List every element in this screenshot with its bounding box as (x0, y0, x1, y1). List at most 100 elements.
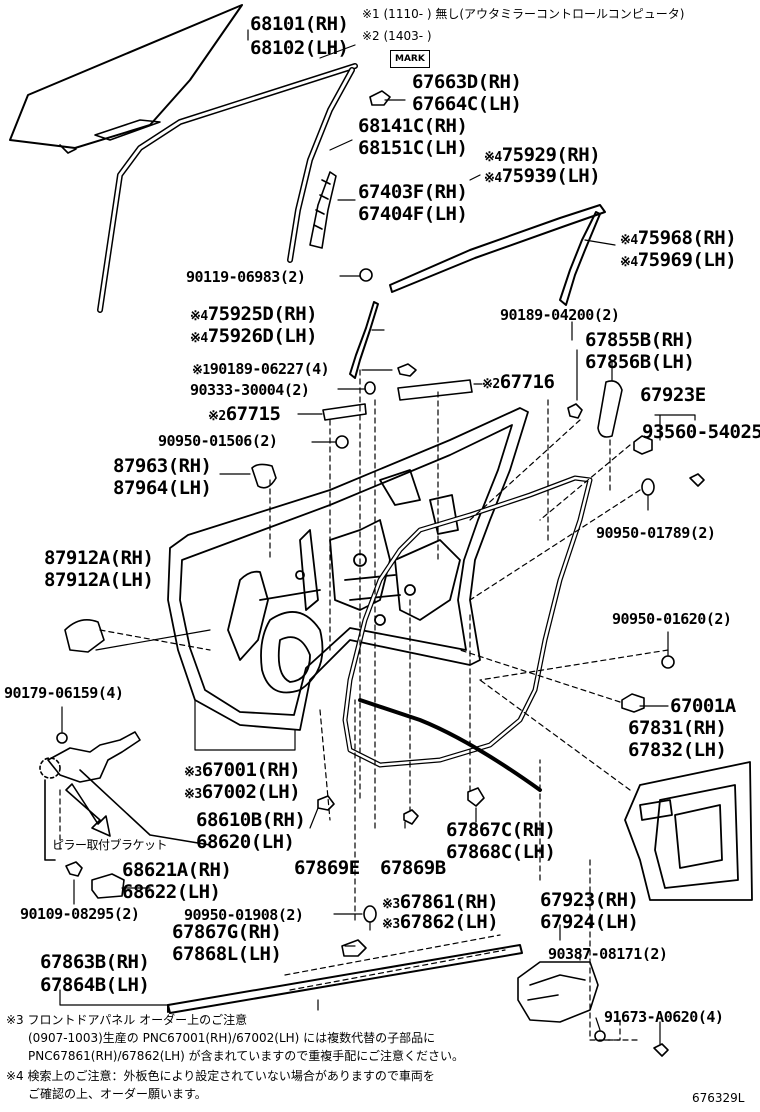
label-68101[interactable]: 68101(RH) (250, 13, 349, 35)
label-87912A-lh[interactable]: 87912A(LH) (44, 569, 154, 591)
label-67001A[interactable]: 67001A (670, 695, 736, 717)
label-pillar-bracket: ピラー取付ブラケット (52, 838, 168, 852)
pillar-arrow (65, 783, 111, 837)
plug-90950-01789 (641, 478, 655, 496)
label-87912A-rh[interactable]: 87912A(RH) (44, 547, 154, 569)
label-67869B[interactable]: 67869B (380, 857, 446, 879)
label-90950-01908[interactable]: 90950-01908(2) (184, 906, 304, 924)
moulding-75925D (349, 301, 379, 379)
label-75968[interactable]: ※475968(RH) (620, 227, 737, 249)
label-67862[interactable]: ※367862(LH) (382, 911, 499, 933)
mark-3: ※3 (382, 917, 400, 932)
label-67869E[interactable]: 67869E (294, 857, 360, 879)
handle-67855B (597, 380, 623, 438)
mark-4: ※4 (620, 233, 638, 248)
label-75939[interactable]: ※475939(LH) (484, 165, 601, 187)
glass-run-channel (97, 63, 358, 313)
door-glass (9, 4, 243, 154)
part-87912A (64, 619, 105, 653)
label-67855B[interactable]: 67855B(RH) (585, 329, 695, 351)
label-75926D[interactable]: ※475926D(LH) (190, 325, 318, 347)
clip-67869E (317, 795, 335, 811)
door-trim-panel (624, 761, 753, 901)
bolt-90109 (65, 861, 83, 877)
mark-1: ※1 (192, 363, 210, 378)
screw-90189-04200 (567, 403, 583, 419)
diagram-id: 676329L (692, 1091, 745, 1105)
door-weatherstrip (342, 475, 593, 768)
label-67923[interactable]: 67923(RH) (540, 889, 639, 911)
mark-3: ※3 (382, 897, 400, 912)
mark-4: ※4 (484, 171, 502, 186)
plug-90950-01620 (661, 655, 675, 669)
plug-67001A (621, 693, 645, 713)
mark-4: ※4 (620, 255, 638, 270)
label-67001[interactable]: ※367001(RH) (184, 759, 301, 781)
door-hinge (39, 731, 141, 783)
label-67867C[interactable]: 67867C(RH) (446, 819, 556, 841)
plug-90950-01908 (363, 905, 377, 923)
part-87963 (251, 463, 277, 489)
label-67832[interactable]: 67832(LH) (628, 739, 727, 761)
label-68621A[interactable]: 68621A(RH) (122, 859, 232, 881)
leader-lines (59, 29, 696, 1045)
mark-box: MARK (390, 50, 430, 68)
note-1: ※1 (1110- ) 無し(アウタミラーコントロールコンピュータ) (362, 7, 685, 21)
label-75925D[interactable]: ※475925D(RH) (190, 303, 318, 325)
label-90950-01620[interactable]: 90950-01620(2) (612, 610, 732, 628)
label-87963[interactable]: 87963(RH) (113, 455, 212, 477)
mark-3: ※3 (184, 765, 202, 780)
label-90179[interactable]: 90179-06159(4) (4, 684, 124, 702)
label-67868C[interactable]: 67868C(LH) (446, 841, 556, 863)
clip-90387 (594, 1030, 606, 1042)
label-90950-01789[interactable]: 90950-01789(2) (596, 524, 716, 542)
label-67868L[interactable]: 67868L(LH) (172, 943, 282, 965)
label-68141C[interactable]: 68141C(RH) (358, 115, 468, 137)
label-91673[interactable]: 91673-A0620(4) (604, 1008, 724, 1026)
clip-67867G (341, 939, 367, 957)
footer-line-4: ※4 検索上のご注意：外板色により設定されていない場合がありますので車両を (6, 1069, 435, 1083)
label-93560[interactable]: 93560-54025 (642, 421, 760, 443)
label-90189-04200[interactable]: 90189-04200(2) (500, 306, 620, 324)
label-90189-06227[interactable]: ※190189-06227(4) (192, 360, 330, 378)
label-67923E[interactable]: 67923E (640, 384, 706, 406)
dashed-guides (59, 369, 669, 1041)
label-67002[interactable]: ※367002(LH) (184, 781, 301, 803)
label-67716[interactable]: ※267716 (482, 371, 555, 393)
outer-moulding-rear (559, 211, 601, 306)
label-90109[interactable]: 90109-08295(2) (20, 905, 140, 923)
lower-sash (309, 171, 337, 249)
label-67404F[interactable]: 67404F(LH) (358, 203, 468, 225)
label-67664C[interactable]: 67664C(LH) (412, 93, 522, 115)
front-door-panel (167, 407, 529, 731)
label-67924[interactable]: 67924(LH) (540, 911, 639, 933)
label-90333[interactable]: 90333-30004(2) (190, 381, 310, 399)
label-68102[interactable]: 68102(LH) (250, 37, 349, 59)
label-67863B[interactable]: 67863B(RH) (40, 951, 150, 973)
label-67831[interactable]: 67831(RH) (628, 717, 727, 739)
leader-68610B (44, 769, 211, 861)
label-87964[interactable]: 87964(LH) (113, 477, 212, 499)
label-90387[interactable]: 90387-08171(2) (548, 945, 668, 963)
label-68622[interactable]: 68622(LH) (122, 881, 221, 903)
label-67403F[interactable]: 67403F(RH) (358, 181, 468, 203)
label-90119[interactable]: 90119-06983(2) (186, 268, 306, 286)
label-67864B[interactable]: 67864B(LH) (40, 974, 150, 996)
label-67856B[interactable]: 67856B(LH) (585, 351, 695, 373)
label-68610B[interactable]: 68610B(RH) (196, 809, 306, 831)
mark-4: ※4 (190, 331, 208, 346)
belt-moulding-outer (389, 204, 606, 293)
label-67861[interactable]: ※367861(RH) (382, 891, 499, 913)
plug-90950-01506 (335, 435, 349, 449)
label-75969[interactable]: ※475969(LH) (620, 249, 737, 271)
label-75929[interactable]: ※475929(RH) (484, 144, 601, 166)
label-67715[interactable]: ※267715 (208, 403, 281, 425)
label-67867G[interactable]: 67867G(RH) (172, 921, 282, 943)
label-67663D[interactable]: 67663D(RH) (412, 71, 522, 93)
rear-channel (287, 67, 355, 263)
label-68151C[interactable]: 68151C(LH) (358, 137, 468, 159)
screw-90119 (359, 268, 373, 282)
label-90950-01506[interactable]: 90950-01506(2) (158, 432, 278, 450)
label-68620[interactable]: 68620(LH) (196, 831, 295, 853)
